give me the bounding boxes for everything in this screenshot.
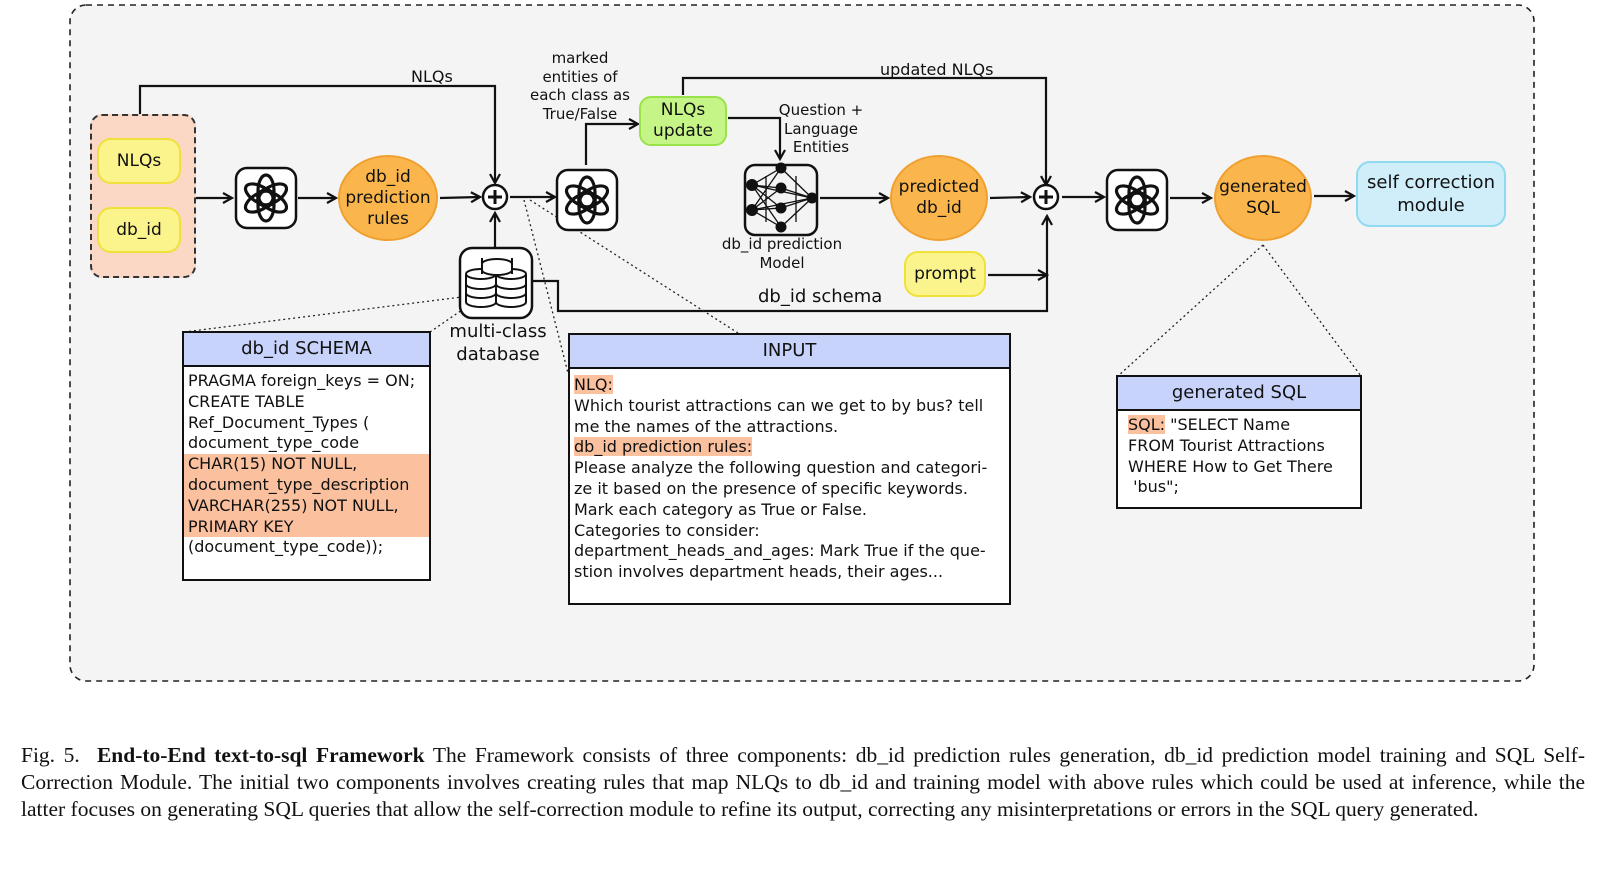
schema-line: (document_type_code)); xyxy=(188,537,384,557)
node-db-id: db_id xyxy=(97,207,181,253)
schema-line: Ref_Document_Types ( xyxy=(188,412,370,432)
schema-line: VARCHAR(255) NOT NULL, xyxy=(188,495,399,515)
neural-network-icon xyxy=(743,162,819,237)
framework-diagram: NLQs marked entities of each class as Tr… xyxy=(69,4,1535,682)
node-nlqs: NLQs xyxy=(97,138,181,184)
input-box-title: INPUT xyxy=(570,335,1009,369)
node-self-correction-module: self correction module xyxy=(1356,161,1506,227)
nlq-line: Which tourist attractions can we get to … xyxy=(574,395,984,415)
input-box: INPUT NLQ: Which tourist attractions can… xyxy=(568,333,1011,605)
schema-highlight: CHAR(15) NOT NULL, document_type_descrip… xyxy=(184,454,429,538)
database-stack-icon xyxy=(458,246,534,320)
model-label: db_id prediction Model xyxy=(721,235,843,272)
schema-line: CHAR(15) NOT NULL, xyxy=(188,454,358,474)
sql-label: SQL: xyxy=(1128,415,1166,434)
rules-label: db_id prediction rules: xyxy=(574,437,753,457)
schema-box: db_id SCHEMA PRAGMA foreign_keys = ON; C… xyxy=(182,331,431,581)
schema-box-body: PRAGMA foreign_keys = ON; CREATE TABLE R… xyxy=(184,367,429,558)
node-predicted-db-id: predicted db_id xyxy=(890,155,988,241)
rules-line: Categories to consider: xyxy=(574,520,760,540)
edge-label-db-id-schema: db_id schema xyxy=(758,286,883,307)
openai-logo-icon xyxy=(234,166,298,230)
caption-fig-label: Fig. 5. xyxy=(21,743,80,767)
openai-logo-icon xyxy=(555,168,619,232)
schema-line: document_type_description xyxy=(188,474,410,494)
schema-line: document_type_code xyxy=(188,433,360,453)
schema-line: PRAGMA foreign_keys = ON; xyxy=(188,371,416,390)
schema-box-title: db_id SCHEMA xyxy=(184,333,429,367)
caption-body: The Framework consists of three componen… xyxy=(21,743,1585,821)
input-box-body: NLQ: Which tourist attractions can we ge… xyxy=(570,369,1009,583)
merge-node-2 xyxy=(1032,183,1060,211)
rules-line: stion involves department heads, their a… xyxy=(574,562,944,582)
sql-line: "SELECT Name xyxy=(1165,415,1291,434)
nlq-line: me the names of the attractions. xyxy=(574,416,839,436)
sql-line: WHERE How to Get There xyxy=(1128,456,1333,476)
merge-node-1 xyxy=(481,183,509,211)
sql-line: 'bus"; xyxy=(1128,477,1179,497)
edge-label-updated-nlqs: updated NLQs xyxy=(880,60,994,79)
rules-line: Please analyze the following question an… xyxy=(574,458,988,478)
sql-box-title: generated SQL xyxy=(1118,377,1360,411)
schema-line: PRIMARY KEY xyxy=(188,516,294,536)
edge-label-nlqs: NLQs xyxy=(411,67,453,86)
nlq-label: NLQ: xyxy=(574,375,613,394)
database-label: multi-class database xyxy=(449,321,547,365)
node-prompt: prompt xyxy=(904,251,986,297)
openai-logo-icon xyxy=(1105,168,1169,232)
node-generated-sql: generated SQL xyxy=(1214,155,1312,241)
edge-label-marked-entities: marked entities of each class as True/Fa… xyxy=(530,49,630,123)
caption-title: End-to-End text-to-sql Framework xyxy=(96,743,425,767)
sql-box: generated SQL SQL: "SELECT Name FROM Tou… xyxy=(1116,375,1362,509)
rules-line: Mark each category as True or False. xyxy=(574,499,868,519)
rules-line: ze it based on the presence of specific … xyxy=(574,478,968,498)
sql-line: FROM Tourist Attractions xyxy=(1128,435,1325,455)
node-db-id-prediction-rules: db_id prediction rules xyxy=(338,155,438,241)
edge-label-question-entities: Question + Language Entities xyxy=(778,101,864,156)
rules-line: department_heads_and_ages: Mark True if … xyxy=(574,541,986,561)
figure-caption: Fig. 5. End-to-End text-to-sql Framework… xyxy=(21,742,1585,823)
sql-box-body: SQL: "SELECT Name FROM Tourist Attractio… xyxy=(1118,411,1360,498)
schema-line: CREATE TABLE xyxy=(188,391,305,411)
node-nlqs-update: NLQs update xyxy=(639,96,727,146)
